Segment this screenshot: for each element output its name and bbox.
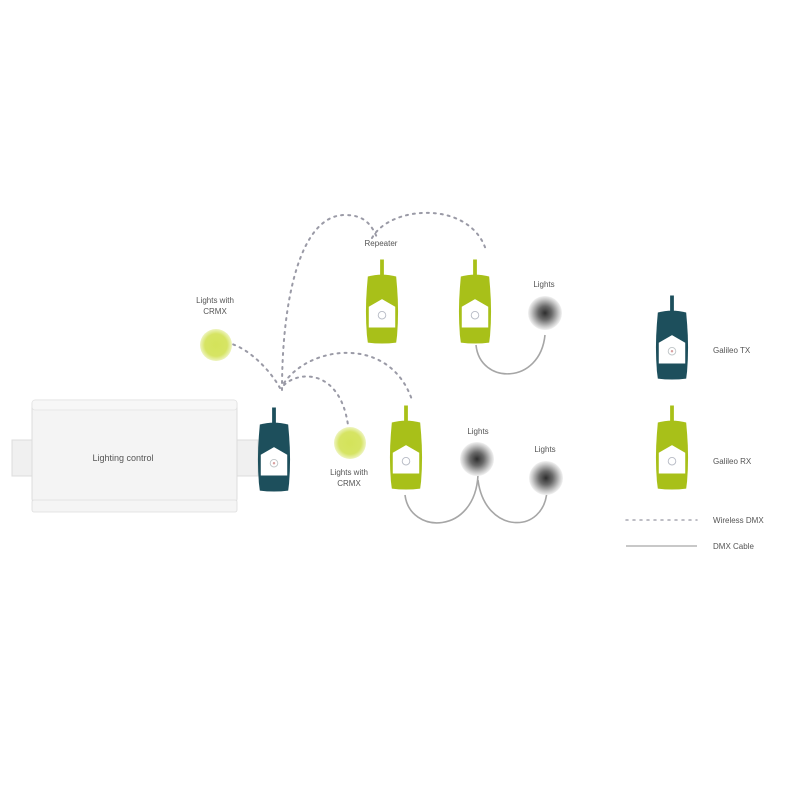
crmx-top-label-line1: Lights with [196,296,234,305]
lighting-control-box: Lighting control [11,399,259,513]
light-icon [460,442,494,476]
lights-bottom-2-label: Lights [534,445,555,454]
galileo-rx-icon [655,405,689,491]
cable-rx-bottom-lights1 [404,474,479,524]
lights-bottom-2: Lights [529,445,563,495]
rx-bottom [389,405,423,491]
lights-top: Lights [528,280,562,330]
dmx-cables [404,334,548,524]
rx-top-right [458,259,492,345]
crmx-bottom-label-line1: Lights with [330,468,368,477]
legend-label-wireless: Wireless DMX [713,516,764,525]
light-icon [529,461,563,495]
crmx-light-icon [334,427,366,459]
crmx-light-icon [200,329,232,361]
crmx-light-bottom: Lights with CRMX [330,427,368,488]
legend-item-tx: Galileo TX [655,295,751,381]
cable-lights1-lights2 [477,479,548,524]
wireless-dmx-links [231,211,487,426]
light-icon [528,296,562,330]
link-repeater-rx [371,211,487,251]
crmx-bottom-label-line2: CRMX [337,479,361,488]
galileo-rx-icon [365,259,399,345]
lights-top-label: Lights [533,280,554,289]
crmx-top-label-line2: CRMX [203,307,227,316]
legend-label-cable: DMX Cable [713,542,754,551]
legend-label-rx: Galileo RX [713,457,752,466]
galileo-rx-icon [389,405,423,491]
galileo-rx-icon [458,259,492,345]
galileo-tx-main [257,407,291,493]
legend-item-cable: DMX Cable [626,542,754,551]
lighting-control-label: Lighting control [92,453,153,463]
link-tx-repeater [281,213,379,391]
link-tx-crmx-bottom [283,375,349,426]
lights-bottom-1: Lights [460,427,494,476]
legend-item-wireless: Wireless DMX [625,516,764,525]
link-tx-rx-bottom [283,351,413,401]
legend: Galileo TX Galileo RX Wireless DMX DMX C… [625,295,764,551]
repeater-label: Repeater [365,239,398,248]
link-tx-crmx-top [231,343,281,389]
legend-item-rx: Galileo RX [655,405,752,491]
galileo-tx-icon [257,407,291,493]
legend-label-tx: Galileo TX [713,346,751,355]
galileo-tx-icon [655,295,689,381]
repeater-node: Repeater [365,239,399,345]
lights-bottom-1-label: Lights [467,427,488,436]
crmx-light-top: Lights with CRMX [196,296,234,361]
cable-rx-top-lights [475,334,546,375]
